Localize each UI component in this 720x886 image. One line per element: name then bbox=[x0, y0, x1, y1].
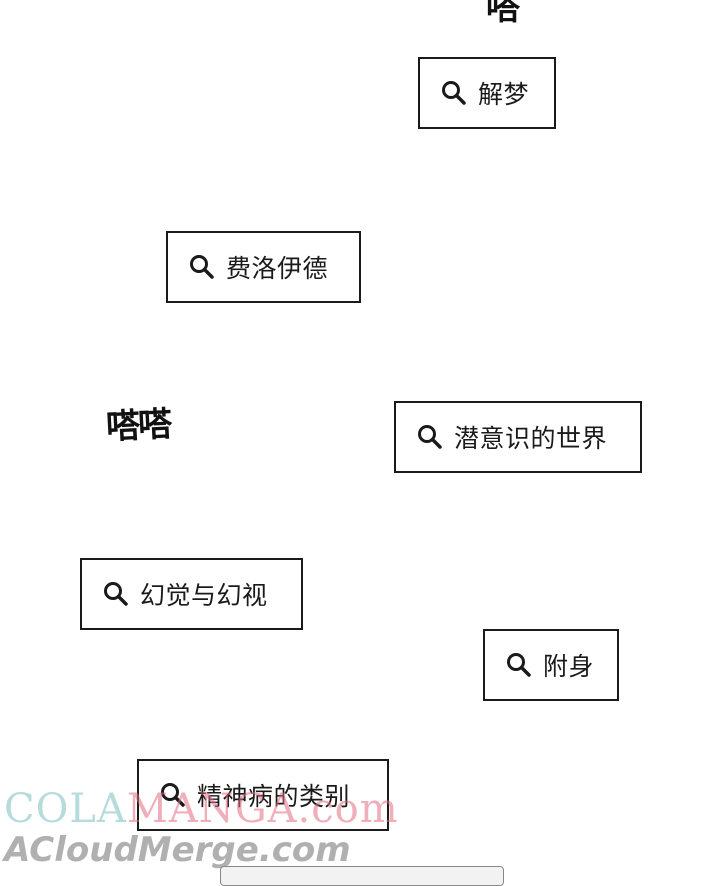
search-tag-label: 费洛伊德 bbox=[226, 254, 329, 283]
search-icon bbox=[102, 580, 130, 608]
search-icon bbox=[440, 79, 468, 107]
search-tag-label: 幻觉与幻视 bbox=[140, 581, 268, 610]
sound-effect-middle: 嗒嗒 bbox=[105, 404, 172, 448]
search-tag-dream-interpretation[interactable]: 解梦 bbox=[418, 57, 556, 129]
search-tag-label: 解梦 bbox=[478, 80, 530, 109]
search-tag-label: 潜意识的世界 bbox=[454, 424, 608, 453]
watermark-part: MANGA bbox=[126, 786, 298, 832]
search-icon bbox=[416, 423, 444, 451]
watermark-part: COLA bbox=[4, 786, 127, 832]
search-tag-hallucination[interactable]: 幻觉与幻视 bbox=[80, 558, 303, 630]
bottom-panel-edge bbox=[220, 866, 504, 886]
watermark-part: .com bbox=[297, 786, 399, 832]
watermark-acloudmerge: ACloudMerge.com bbox=[4, 830, 351, 870]
search-tag-possession[interactable]: 附身 bbox=[483, 629, 619, 701]
search-icon bbox=[505, 651, 533, 679]
search-icon bbox=[188, 253, 216, 281]
search-tag-mental-illness-types[interactable]: 精神病的类别 bbox=[137, 759, 389, 831]
sound-effect-top: 嗒 bbox=[486, 0, 520, 28]
search-tag-label: 精神病的类别 bbox=[197, 782, 351, 811]
search-tag-freud[interactable]: 费洛伊德 bbox=[166, 231, 361, 303]
search-tag-label: 附身 bbox=[543, 652, 595, 681]
search-tag-subconscious-world[interactable]: 潜意识的世界 bbox=[394, 401, 642, 473]
watermark-colamanga: COLAMANGA.com bbox=[4, 786, 399, 832]
search-icon bbox=[159, 781, 187, 809]
